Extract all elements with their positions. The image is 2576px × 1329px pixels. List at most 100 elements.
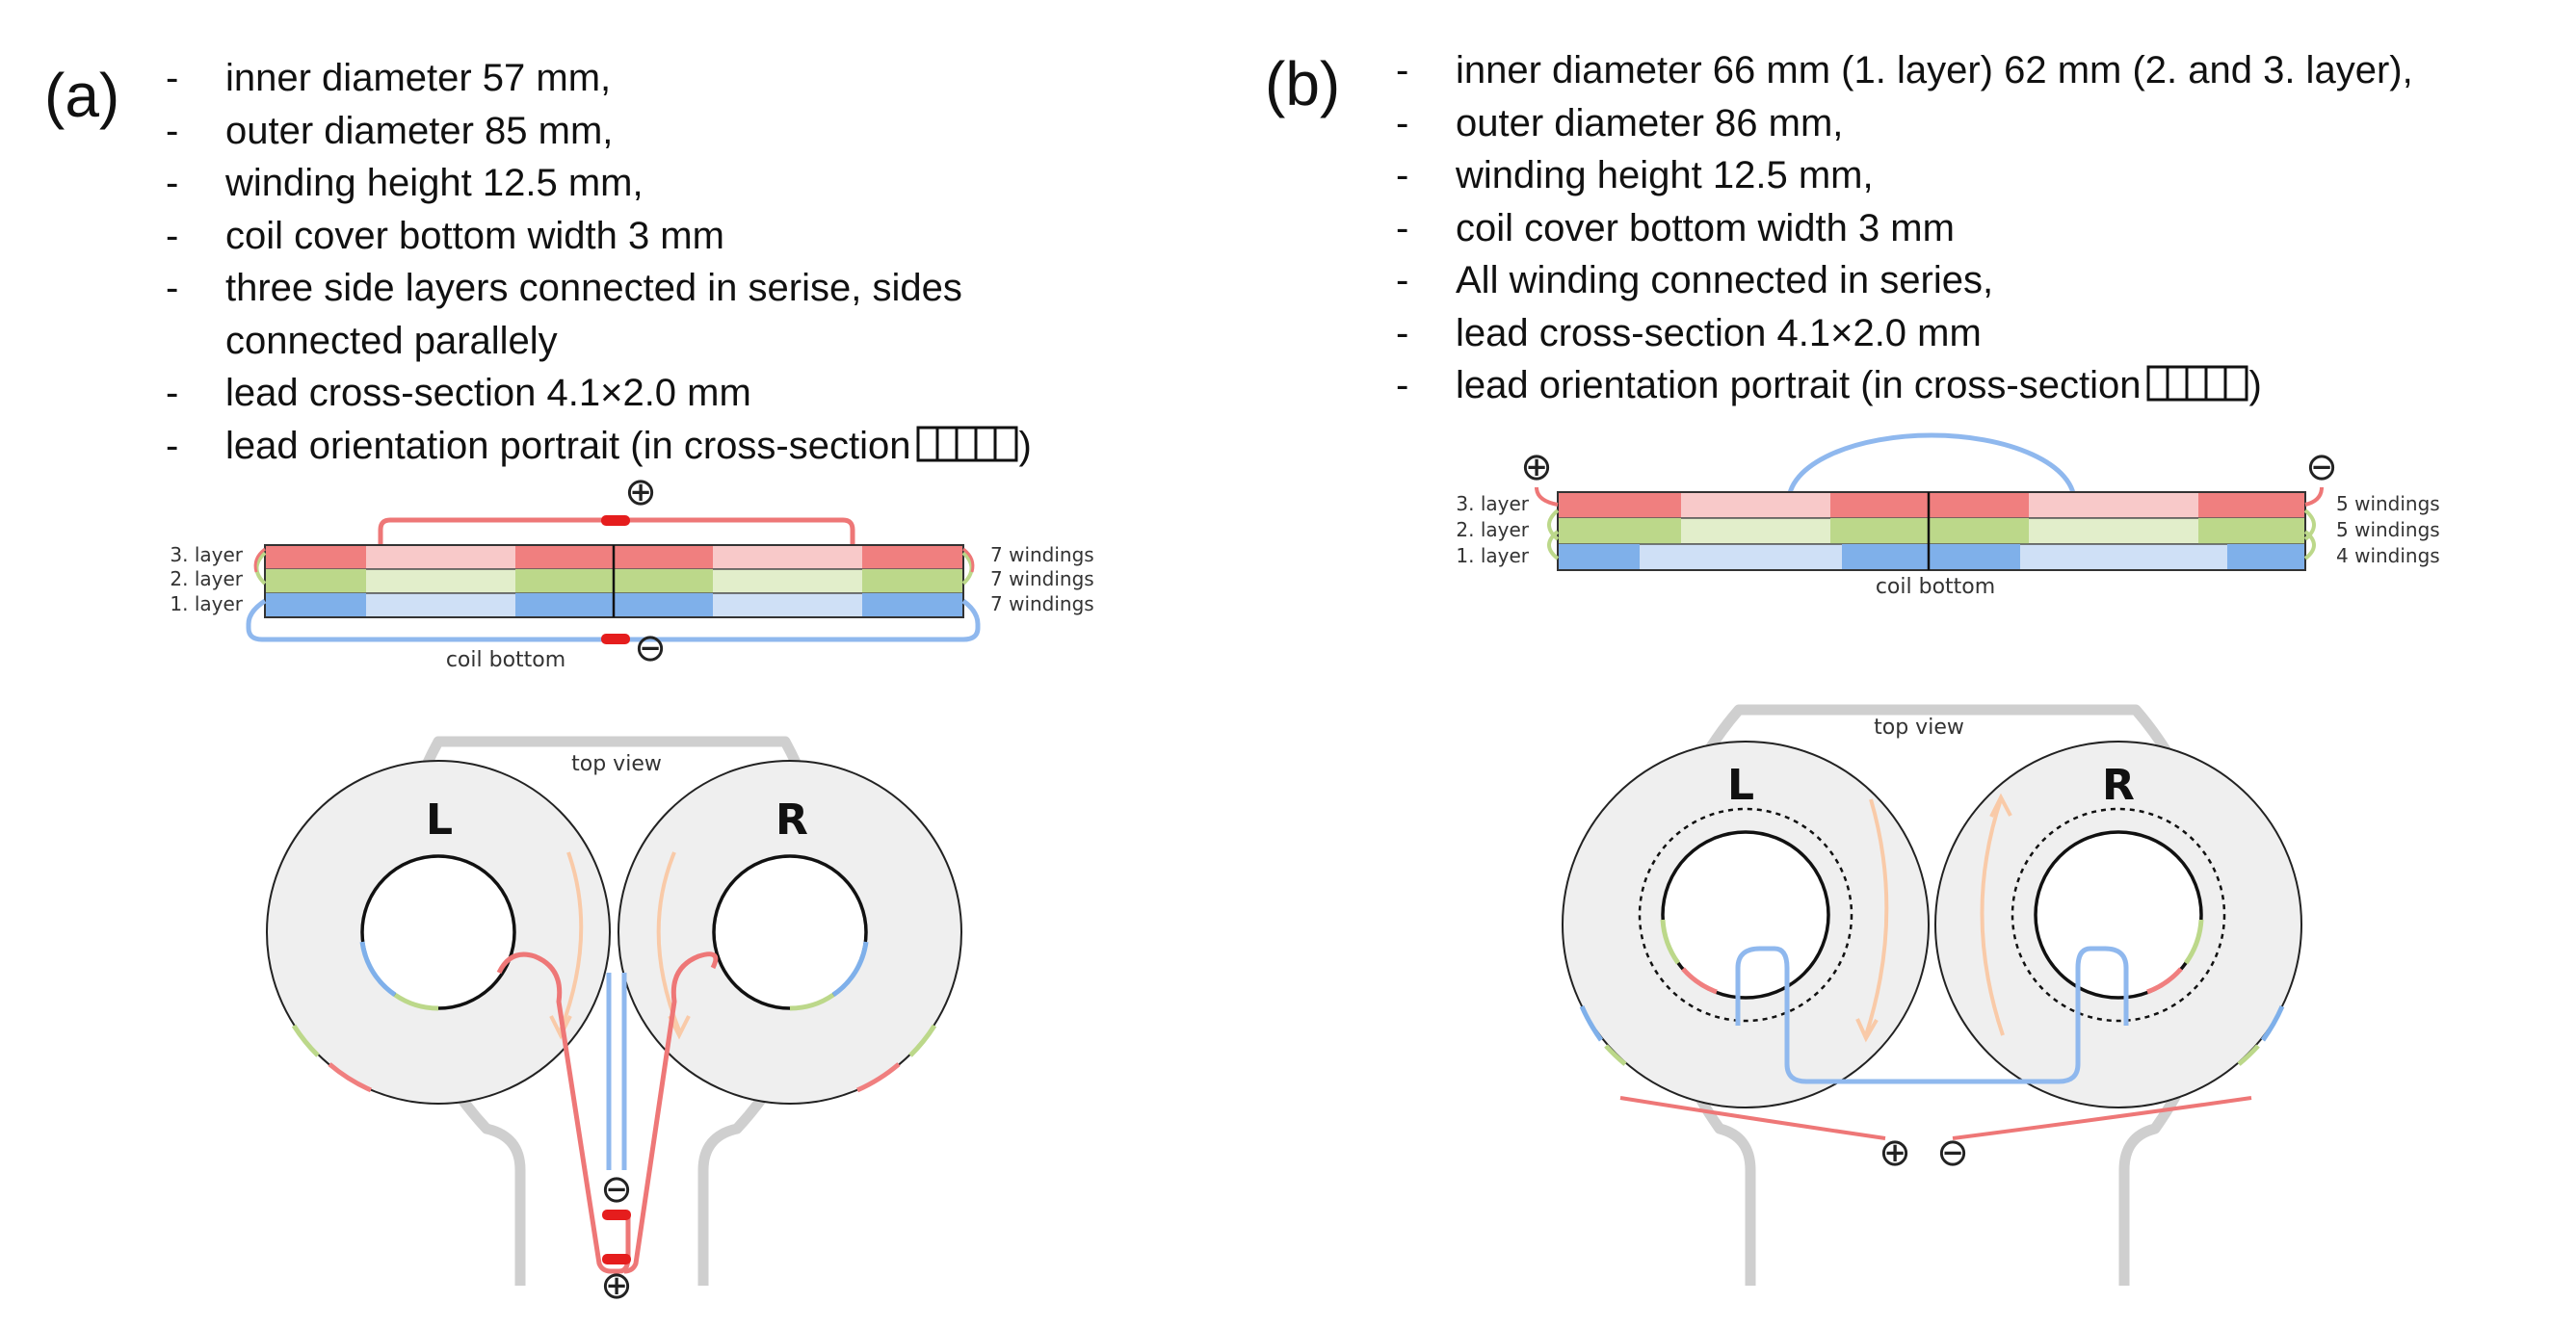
spec-item: outer diameter 86 mm,: [1396, 97, 2413, 150]
arrow-head: [668, 1015, 691, 1040]
plus-lead: [1535, 486, 1559, 507]
stack-outline: [264, 544, 964, 618]
outer-arc-green: [2237, 1044, 2260, 1066]
coil-left: [266, 760, 611, 1105]
spec-item-continued: connected parallely: [225, 319, 558, 362]
arrow-head: [1855, 1018, 1879, 1043]
plus-terminal-symbol: ⊕: [600, 1264, 633, 1308]
outer-arc-blue: [2260, 1004, 2285, 1042]
red-lead-right: [623, 951, 719, 1274]
outer-arc-green: [291, 1024, 320, 1057]
spec-item: inner diameter 66 mm (1. layer) 62 mm (2…: [1396, 44, 2413, 97]
top-view-b: top view L R: [1562, 704, 2302, 1286]
coil-left-hole: [1661, 830, 1830, 1000]
current-arrow-left: [559, 851, 584, 1031]
left-connector-red: [253, 547, 266, 573]
coil-left-label: L: [426, 795, 453, 845]
layer3-segment: [515, 545, 713, 569]
spec-item: coil cover bottom width 3 mm: [1396, 202, 2413, 255]
right-connector-red: [962, 547, 975, 573]
layer-label: 1. layer: [1456, 544, 1529, 567]
minus-terminal-symbol: ⊖: [2305, 445, 2338, 489]
plus-terminal-symbol: ⊕: [624, 470, 657, 514]
terminal-mark: [602, 1210, 631, 1220]
outer-arc-red: [328, 1062, 373, 1093]
layer3-segment: [862, 545, 963, 569]
minus-terminal-symbol: ⊖: [634, 626, 667, 670]
blue-lead-bottom: [246, 598, 981, 642]
coil-right-hole: [2034, 830, 2203, 1000]
layer1-bar: [1557, 543, 2306, 571]
winding-label: 5 windings: [2336, 518, 2440, 541]
coil-right: [618, 760, 962, 1105]
layer-label: 3. layer: [1456, 492, 1529, 515]
layer3-segment: [2198, 492, 2305, 518]
layer-label: 1. layer: [170, 592, 243, 615]
panel-b: (b) inner diameter 66 mm (1. layer) 62 m…: [1265, 0, 2576, 1329]
outer-arc-red: [855, 1062, 901, 1093]
spec-close: ): [2248, 364, 2262, 406]
terminal-mark: [602, 1254, 631, 1264]
coil-right: [1934, 741, 2302, 1108]
spec-close: ): [1018, 424, 1032, 467]
spec-item: three side layers connected in serise, s…: [166, 262, 1032, 315]
coil-bottom-label: coil bottom: [446, 648, 565, 672]
coil-right-label: R: [775, 795, 808, 845]
right-connector: [961, 551, 974, 586]
arrow-head: [549, 1015, 572, 1040]
winding-label: 4 windings: [2336, 544, 2440, 567]
outer-arc-green: [908, 1024, 937, 1057]
left-connector: [254, 551, 267, 586]
layer1-segment: [2227, 544, 2305, 570]
layer2-segment: [2198, 518, 2305, 544]
coil-left-label: L: [1727, 761, 1754, 810]
current-arrow-right: [656, 851, 681, 1031]
coil-left: [1562, 741, 1930, 1108]
layer2-segment: [862, 569, 963, 593]
inner-arc-green: [393, 992, 439, 1011]
layer1-bar: [264, 592, 964, 618]
blue-lead: [1735, 946, 2129, 1084]
current-arrow-right: [1980, 798, 2005, 1036]
cross-section-icon: [2146, 365, 2248, 402]
coil-bottom-label: coil bottom: [1876, 575, 1995, 599]
left-connector: [1547, 508, 1560, 541]
stack-outline: [1557, 491, 2306, 571]
inner-arc-red: [1681, 967, 1718, 995]
inner-arc-green: [789, 992, 835, 1011]
panel-b-label: (b): [1265, 49, 1341, 118]
layer2-segment: [515, 569, 713, 593]
terminal-mark-top: [601, 515, 630, 526]
winding-label: 7 windings: [990, 543, 1094, 566]
top-view-a: top view L R ⊖: [266, 736, 962, 1308]
minus-terminal-symbol: ⊖: [1936, 1131, 1969, 1175]
coil-left-hole: [360, 854, 516, 1010]
blue-lead-loop: [1786, 432, 2077, 569]
inner-arc-green: [1660, 919, 1681, 965]
layer1-segment: [862, 593, 963, 617]
spec-item: winding height 12.5 mm,: [1396, 149, 2413, 202]
outer-arc-blue: [1579, 1004, 1604, 1042]
current-arrow-left: [1864, 798, 1889, 1036]
spec-item: lead orientation portrait (in cross-sect…: [1396, 359, 2413, 412]
inner-arc-red: [2146, 967, 2183, 995]
layer3-bar: [264, 544, 964, 570]
layer3-segment: [265, 545, 366, 569]
inner-arc-green: [2183, 919, 2204, 965]
winding-label: 7 windings: [990, 592, 1094, 615]
blue-lead-center: [606, 973, 627, 1170]
arrow-head: [1989, 793, 2012, 818]
inner-arc-blue: [831, 941, 869, 998]
winding-label: 7 windings: [990, 567, 1094, 590]
spec-item: lead cross-section 4.1×2.0 mm: [166, 367, 1032, 420]
housing-outline: [1650, 704, 2224, 1286]
layer-label: 2. layer: [170, 567, 243, 590]
layer3-bar: [1557, 491, 2306, 519]
cross-section-a: ⊕ ⊖: [170, 470, 1093, 672]
layer2-bar: [1557, 517, 2306, 545]
layer2-segment: [265, 569, 366, 593]
layer1-segment: [1558, 544, 1640, 570]
panel-b-spec-list: inner diameter 66 mm (1. layer) 62 mm (2…: [1396, 44, 2413, 412]
left-connector-blue: [1547, 530, 1560, 560]
cross-section-icon: [916, 426, 1018, 461]
